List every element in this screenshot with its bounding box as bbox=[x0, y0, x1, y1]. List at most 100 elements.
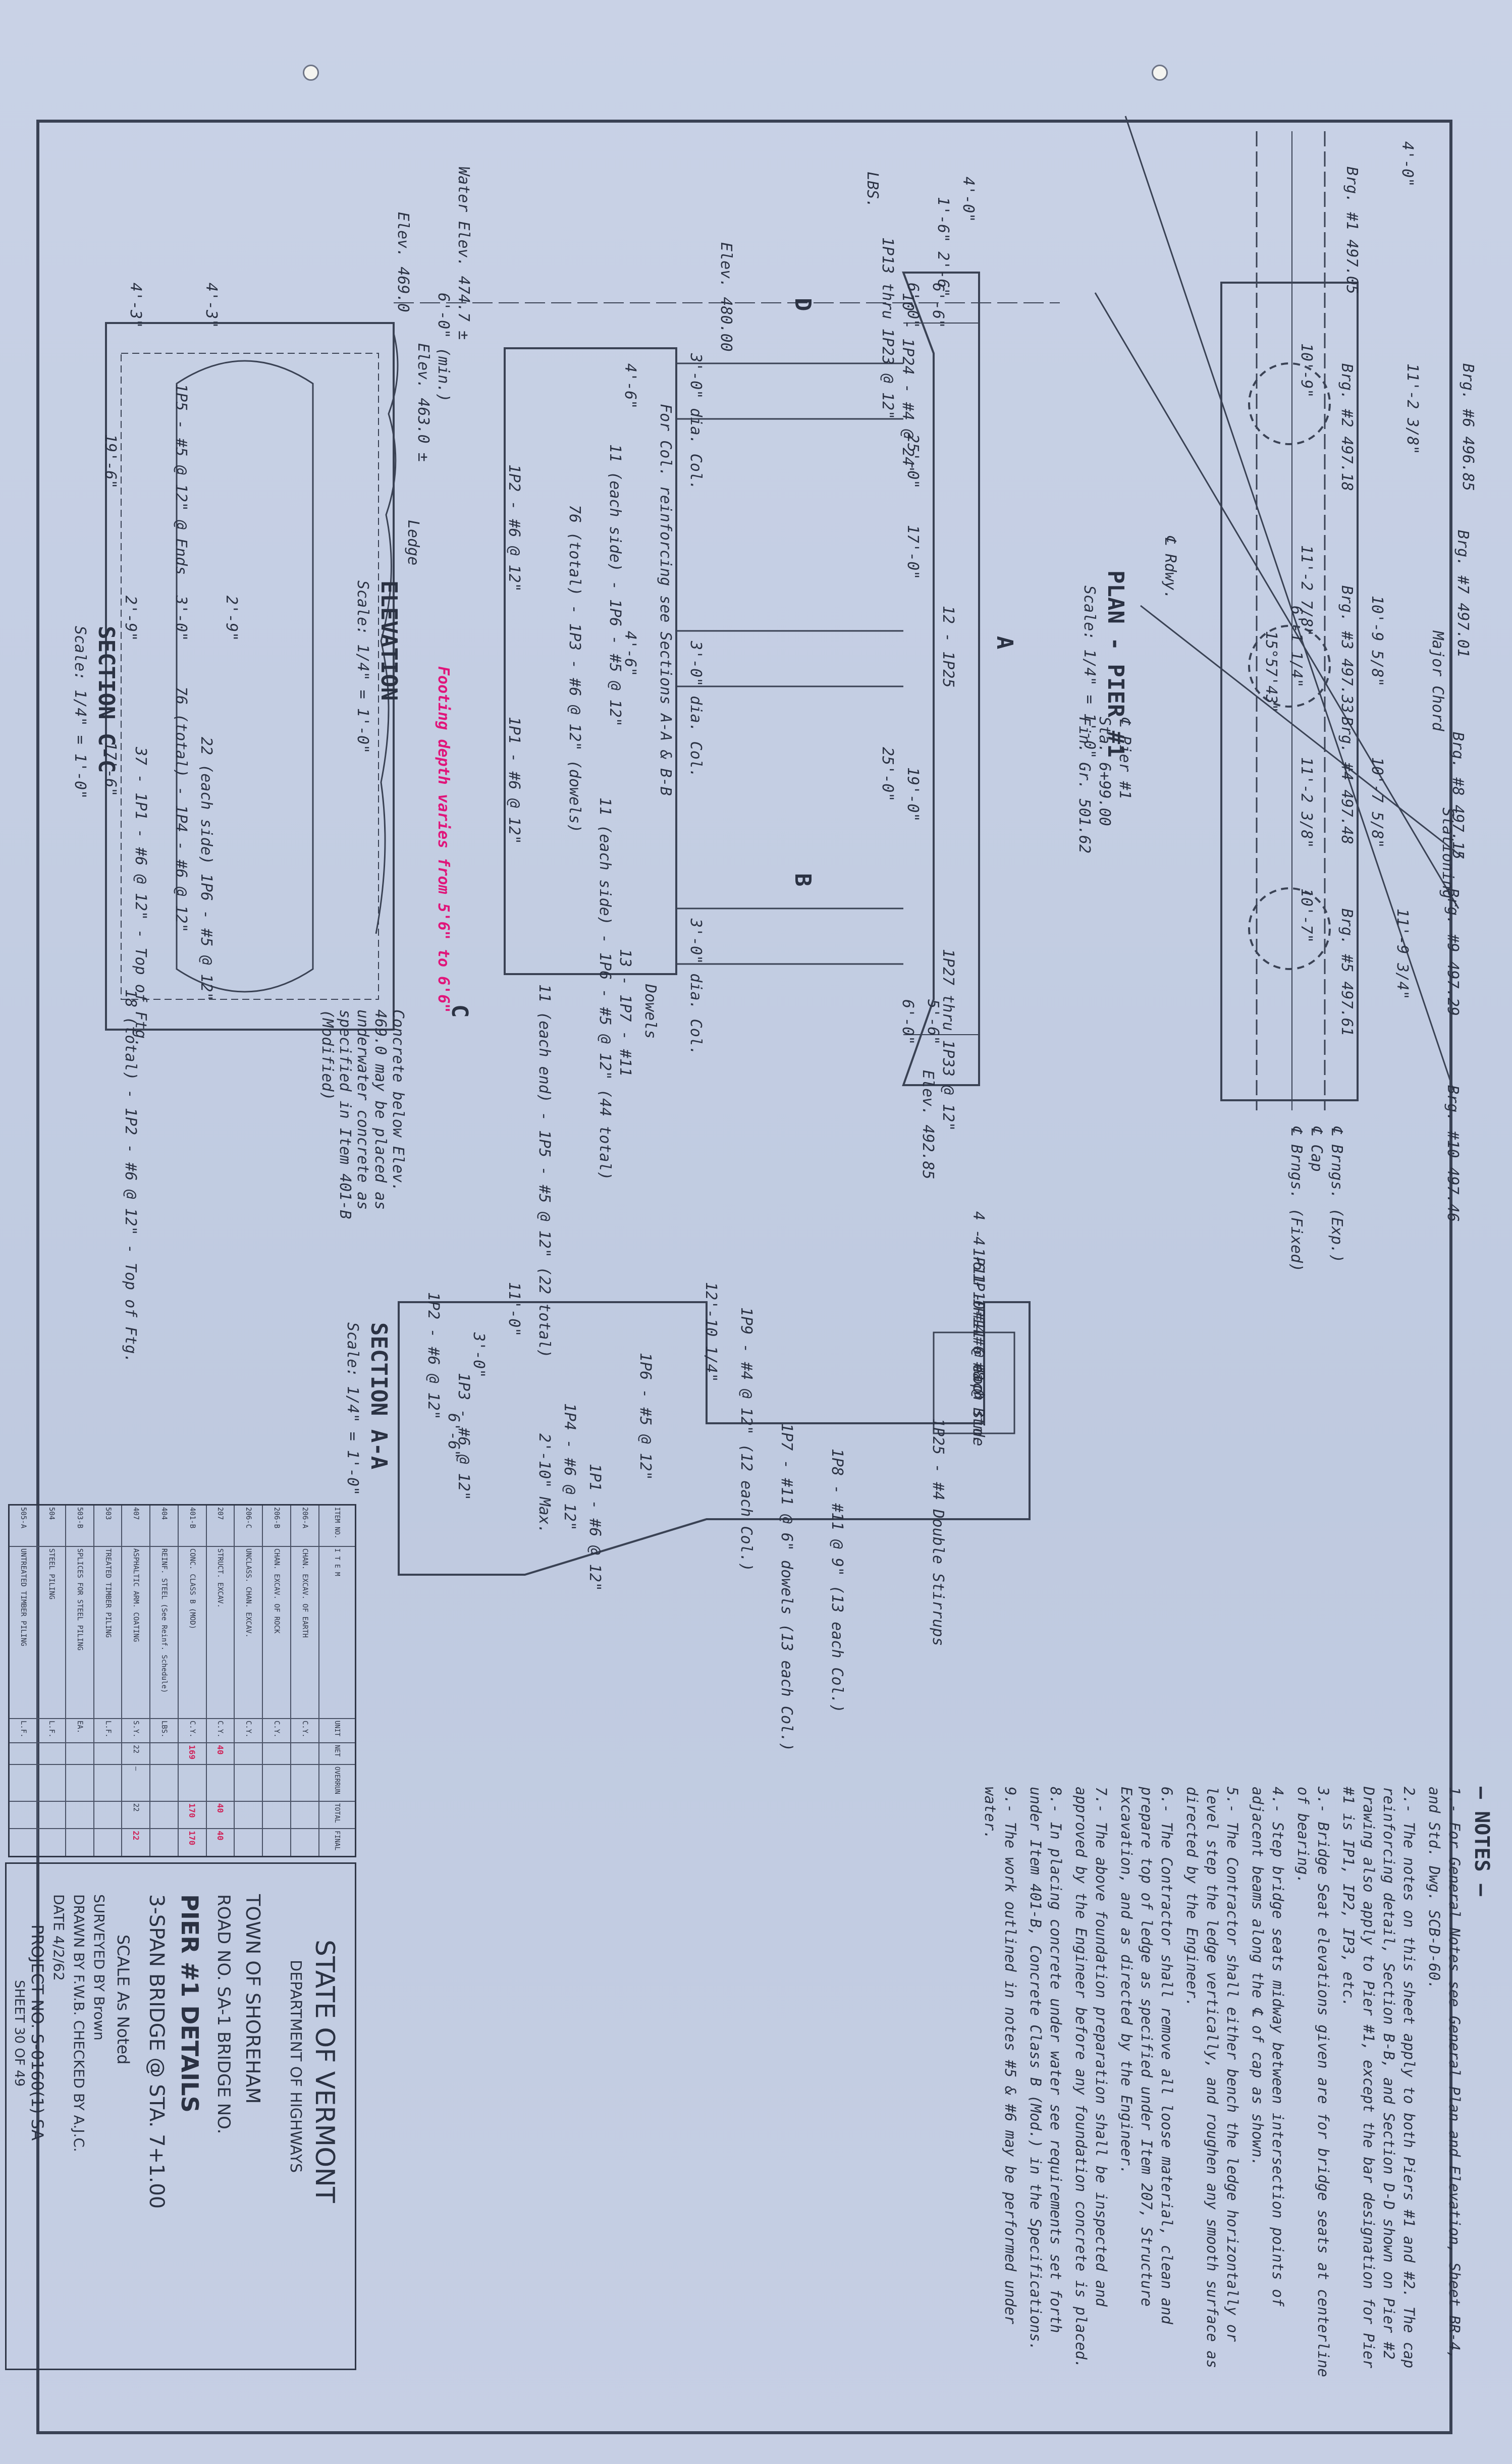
table-cell bbox=[290, 1743, 319, 1764]
cap-dim: 6'-0" bbox=[899, 999, 916, 1045]
plan-dim: 10'-9" bbox=[1298, 343, 1315, 398]
section-cc-scale: Scale: 1/4" = 1'-0" bbox=[71, 626, 89, 799]
table-cell: 407 bbox=[122, 1505, 150, 1546]
title-sheet: SHEET 30 OF 49 bbox=[12, 1980, 27, 2087]
saa-dim-2-10: 2'-10" Max. bbox=[535, 1433, 553, 1534]
bar-1p5: 11 (each end) - 1P5 - #5 @ 12" (22 total… bbox=[535, 984, 553, 1358]
table-cell: 170 bbox=[178, 1829, 206, 1857]
table-cell bbox=[9, 1743, 38, 1764]
table-cell bbox=[178, 1764, 206, 1801]
saa-dim-12: 12'-10 1/4" bbox=[702, 1282, 720, 1382]
plan-dim: 10'-9 5/8" bbox=[1368, 596, 1386, 687]
plan-brg1: Brg. #1 497.05 bbox=[1343, 167, 1361, 294]
table-cell: ASPHALTIC ARM. COATING bbox=[122, 1546, 150, 1719]
plan-brg3: Brg. #3 497.33 bbox=[1338, 585, 1356, 713]
table-cell: 22 bbox=[122, 1829, 150, 1857]
plan-pier-box-2: Sta. 6+99.00 bbox=[1096, 717, 1113, 826]
cap-dim: 25'-0" bbox=[879, 747, 896, 802]
plan-stationing: Stationing bbox=[1439, 808, 1456, 899]
plan-major-chord: Major Chord bbox=[1429, 631, 1446, 731]
table-cell bbox=[37, 1743, 66, 1764]
scc-dim-4-3a: 4'-3" bbox=[127, 283, 144, 329]
table-cell: TREATED TIMBER PILING bbox=[93, 1546, 122, 1719]
title-drawn: DRAWN BY F.W.B. CHECKED BY A.J.C. bbox=[71, 1894, 87, 2152]
table-cell bbox=[290, 1764, 319, 1801]
elev-492: Elev. 492.85 bbox=[919, 1070, 937, 1180]
table-cell bbox=[93, 1743, 122, 1764]
table-cell bbox=[290, 1829, 319, 1857]
table-cell: L.F. bbox=[9, 1718, 38, 1743]
table-cell: 503-B bbox=[65, 1505, 94, 1546]
elevation-title: ELEVATION bbox=[376, 580, 402, 701]
plan-dim: 10'-7" bbox=[1298, 888, 1315, 943]
saa-bar-1p4: 1P4 - #6 @ 12" bbox=[561, 1403, 578, 1531]
cap-dim: 4'-6" bbox=[621, 631, 639, 677]
note-item: 5.- The Contractor shall either bench th… bbox=[1183, 1787, 1241, 2369]
section-mark-d: D bbox=[790, 298, 816, 311]
bar-1p6: 11 (each side) - 1P6 - #5 @ 12" bbox=[606, 444, 624, 727]
note-item: 6.- The Contractor shall remove all loos… bbox=[1118, 1787, 1175, 2325]
title-main: PIER #1 DETAILS bbox=[176, 1894, 203, 2113]
table-header-cell: TOTAL bbox=[318, 1801, 356, 1829]
min-6ft: 6'-0" (min.) bbox=[435, 293, 452, 402]
table-cell bbox=[150, 1829, 178, 1857]
table-cell bbox=[9, 1829, 38, 1857]
cap-dim: 19'-0" bbox=[904, 767, 922, 822]
title-block: STATE OF VERMONT DEPARTMENT OF HIGHWAYS … bbox=[5, 1862, 356, 2370]
plan-cap-outline bbox=[1220, 282, 1359, 1101]
table-cell: STRUCT. EXCAV. bbox=[206, 1546, 235, 1719]
col-label-3: 3'-0" dia. Col. bbox=[687, 919, 705, 1055]
scc-dim-2-9b: 2'-9" bbox=[223, 596, 240, 641]
note-item: 9.- The work outlined in notes #5 & #6 m… bbox=[982, 1787, 1019, 2325]
table-cell: C.Y. bbox=[206, 1718, 235, 1743]
title-town: TOWN OF SHOREHAM bbox=[242, 1894, 264, 2104]
saa-bar-1p14: 6 - 1P14 - #8 @ Btm. bbox=[969, 1262, 987, 1444]
table-cell: 40 bbox=[206, 1829, 235, 1857]
table-cell: C.Y. bbox=[262, 1718, 291, 1743]
plan-brg4: Brg. #4 497.48 bbox=[1338, 717, 1356, 844]
table-cell: 206-C bbox=[234, 1505, 263, 1546]
table-cell: — bbox=[122, 1764, 150, 1801]
title-state: STATE OF VERMONT bbox=[309, 1940, 340, 2203]
bar-1p2: 1P2 - #6 @ 12" bbox=[505, 464, 523, 592]
table-cell: STEEL PILING bbox=[37, 1546, 66, 1719]
title-road: ROAD NO. SA-1 BRIDGE NO. bbox=[213, 1894, 234, 2134]
plan-radius: ℄ Rdwy. bbox=[1161, 535, 1179, 600]
water-elev: Water Elev. 474.7 ± bbox=[455, 167, 472, 340]
table-cell: C.Y. bbox=[234, 1718, 263, 1743]
plan-brg10: Brg. #10 497.46 bbox=[1444, 1085, 1462, 1222]
table-cell: EA. bbox=[65, 1718, 94, 1743]
plan-dim: 4'-0" bbox=[1398, 141, 1416, 187]
elev-480: Elev. 480.00 bbox=[717, 242, 735, 352]
table-cell: CONC. CLASS B (MOD) bbox=[178, 1546, 206, 1719]
ledge-label: Ledge bbox=[404, 520, 422, 566]
table-cell: L.F. bbox=[93, 1718, 122, 1743]
elev-463: Elev. 463.0 ± bbox=[414, 343, 432, 462]
saa-bar-1p7: 1P7 - #11 @ 6" dowels (13 each Col.) bbox=[778, 1423, 795, 1752]
table-header-cell: FINAL bbox=[318, 1829, 356, 1857]
table-header-cell: ITEM NO. bbox=[318, 1505, 356, 1546]
col-label-2: 3'-0" dia. Col. bbox=[687, 641, 705, 778]
table-cell: 505-A bbox=[9, 1505, 38, 1546]
table-cell bbox=[234, 1743, 263, 1764]
table-cell bbox=[93, 1829, 122, 1857]
bars-1p27: 1P27 thru 1P33 @ 12" bbox=[939, 949, 957, 1132]
title-surveyed: SURVEYED BY Brown bbox=[91, 1894, 107, 2041]
table-cell: 22 bbox=[122, 1743, 150, 1764]
table-cell bbox=[93, 1764, 122, 1801]
plan-column-3 bbox=[1248, 887, 1331, 970]
saa-dim-6-6: 6'-6" bbox=[445, 1413, 462, 1459]
table-cell bbox=[262, 1801, 291, 1829]
binder-hole-left bbox=[303, 65, 319, 81]
table-cell: C.Y. bbox=[290, 1718, 319, 1743]
saa-dim-3-0: 3'-0" bbox=[470, 1332, 488, 1378]
elevation-scale: Scale: 1/4" = 1'-0" bbox=[354, 580, 371, 754]
table-cell bbox=[65, 1829, 94, 1857]
table-cell bbox=[65, 1801, 94, 1829]
